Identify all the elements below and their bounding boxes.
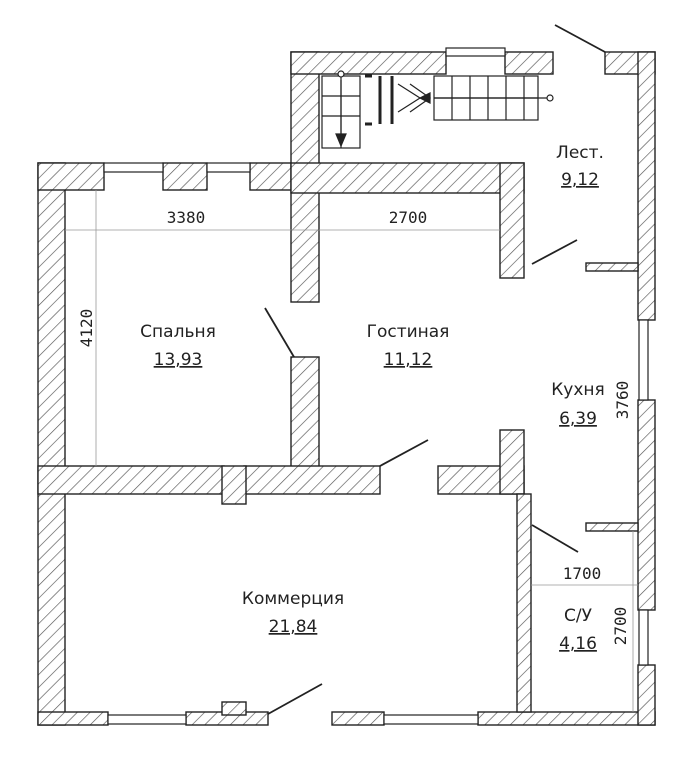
room-area-commerce: 21,84 [269, 617, 318, 637]
window-kitchen [638, 319, 649, 401]
window-bedroom-1 [103, 162, 164, 173]
wall-top-bedroom-b [162, 162, 208, 191]
wall-bed-commerce-nib [221, 465, 247, 505]
wall-right-bottom [637, 664, 656, 726]
window-bedroom-2 [206, 162, 251, 173]
dim-bath-width: 1700 [563, 564, 602, 583]
window-stair [445, 47, 506, 57]
wall-bottom-left [37, 711, 109, 726]
wall-living-right [499, 162, 525, 279]
wall-stair-top-a [290, 51, 447, 75]
room-name-stair: Лест. [556, 143, 604, 163]
wall-right-upper [637, 51, 656, 321]
room-area-living: 11,12 [384, 350, 433, 370]
dimension-guides [65, 190, 638, 712]
door-entry-bottom [267, 683, 323, 715]
room-area-kitchen: 6,39 [559, 409, 597, 429]
dim-living-width: 2700 [389, 208, 428, 227]
room-area-bath: 4,16 [559, 634, 597, 654]
wall-kitchen-bottom [585, 522, 639, 532]
wall-top-bedroom-c [249, 162, 295, 191]
door-stair-entry [554, 24, 606, 53]
room-name-bath: С/У [564, 606, 593, 626]
wall-bed-commerce-b [243, 465, 381, 495]
dim-kitchen-height: 3760 [613, 381, 632, 420]
windows [103, 47, 649, 725]
wall-kitchen-pillar [499, 429, 525, 495]
room-labels: Лест. 9,12 Спальня 13,93 Гостиная 11,12 … [140, 143, 605, 654]
room-name-living: Гостиная [367, 322, 450, 342]
wall-bottom-right [477, 711, 656, 726]
dim-bedroom-height: 4120 [77, 309, 96, 348]
window-bath [638, 609, 649, 666]
wall-bottom-mid2 [331, 711, 385, 726]
wall-stair-top-b [504, 51, 554, 75]
door-living-commerce [379, 439, 429, 467]
door-bedroom [264, 307, 295, 358]
room-area-bedroom: 13,93 [154, 350, 203, 370]
walls [37, 51, 656, 726]
door-living-kitchen [531, 239, 578, 265]
wall-bed-living [290, 356, 320, 468]
wall-top-bedroom-a [37, 162, 105, 191]
dimension-labels: 3380 2700 4120 3760 1700 2700 [77, 208, 632, 645]
room-name-kitchen: Кухня [551, 380, 605, 400]
dim-bedroom-width: 3380 [167, 208, 206, 227]
dim-bath-height: 2700 [611, 607, 630, 646]
wall-bed-commerce-a [37, 465, 225, 495]
wall-stair-bottom [290, 162, 525, 194]
staircase [321, 70, 554, 149]
room-name-commerce: Коммерция [242, 589, 344, 609]
room-area-stair: 9,12 [561, 170, 599, 190]
wall-bottom-block [221, 701, 247, 716]
wall-kitchen-top [585, 262, 639, 272]
stair-arrow-down-icon [335, 133, 347, 148]
wall-bath-left [516, 493, 532, 713]
doors [264, 24, 606, 715]
window-commerce-1 [107, 714, 187, 725]
stair-arrow-left-icon [418, 92, 431, 104]
window-commerce-2 [383, 714, 479, 725]
door-bath [531, 524, 579, 553]
wall-left [37, 162, 66, 726]
wall-right-lower [637, 399, 656, 611]
room-name-bedroom: Спальня [140, 322, 216, 342]
